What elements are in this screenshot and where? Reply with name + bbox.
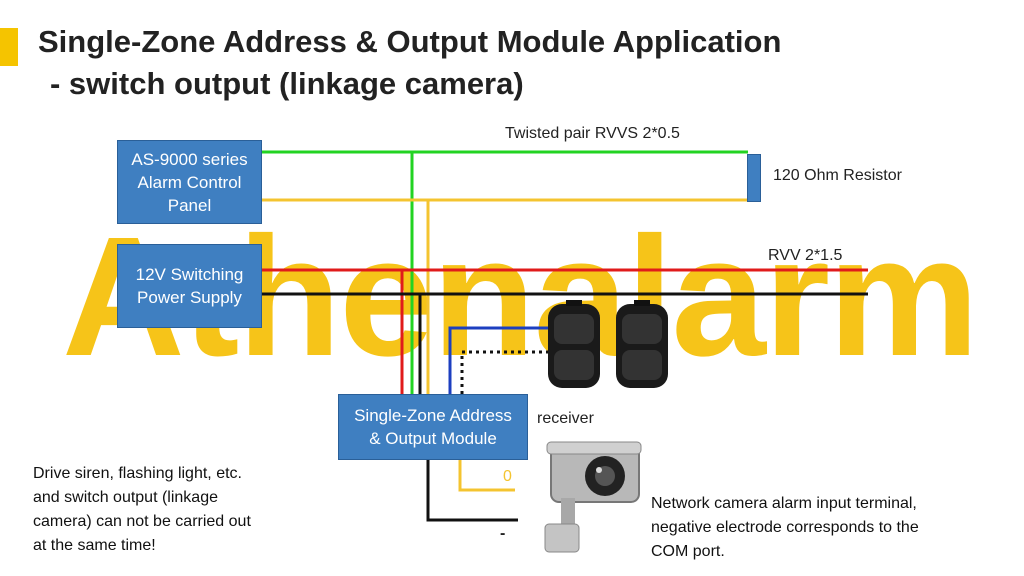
- page-title: Single-Zone Address & Output Module Appl…: [38, 24, 782, 59]
- drive-limitation-note: Drive siren, flashing light, etc. and sw…: [33, 465, 251, 554]
- output-module-box: Single-Zone Address & Output Module: [338, 394, 528, 460]
- output-minus-label: -: [500, 525, 506, 542]
- power-supply-box: 12V Switching Power Supply: [117, 244, 262, 328]
- camera-terminal-note: Network camera alarm input terminal, neg…: [651, 495, 919, 560]
- page-subtitle: - switch output (linkage camera): [50, 66, 524, 101]
- twisted-pair-label: Twisted pair RVVS 2*0.5: [505, 125, 680, 142]
- yellow-output-wire: [458, 460, 515, 492]
- receiver-label: receiver: [537, 410, 594, 427]
- rvv-label: RVV 2*1.5: [768, 247, 843, 264]
- beam-transmitter-icon: [616, 300, 668, 388]
- network-camera-icon: [544, 441, 642, 553]
- title-accent-bar: [0, 28, 18, 66]
- beam-receiver-icon: [548, 300, 600, 388]
- black-output-wire: [426, 460, 518, 522]
- resistor-icon: [747, 154, 761, 202]
- blue-signal-wire: [448, 326, 548, 394]
- dotted-signal-wire: [460, 350, 548, 394]
- output-zero-label: 0: [503, 468, 512, 485]
- alarm-control-panel-box: AS-9000 series Alarm Control Panel: [117, 140, 262, 224]
- resistor-label: 120 Ohm Resistor: [773, 167, 902, 184]
